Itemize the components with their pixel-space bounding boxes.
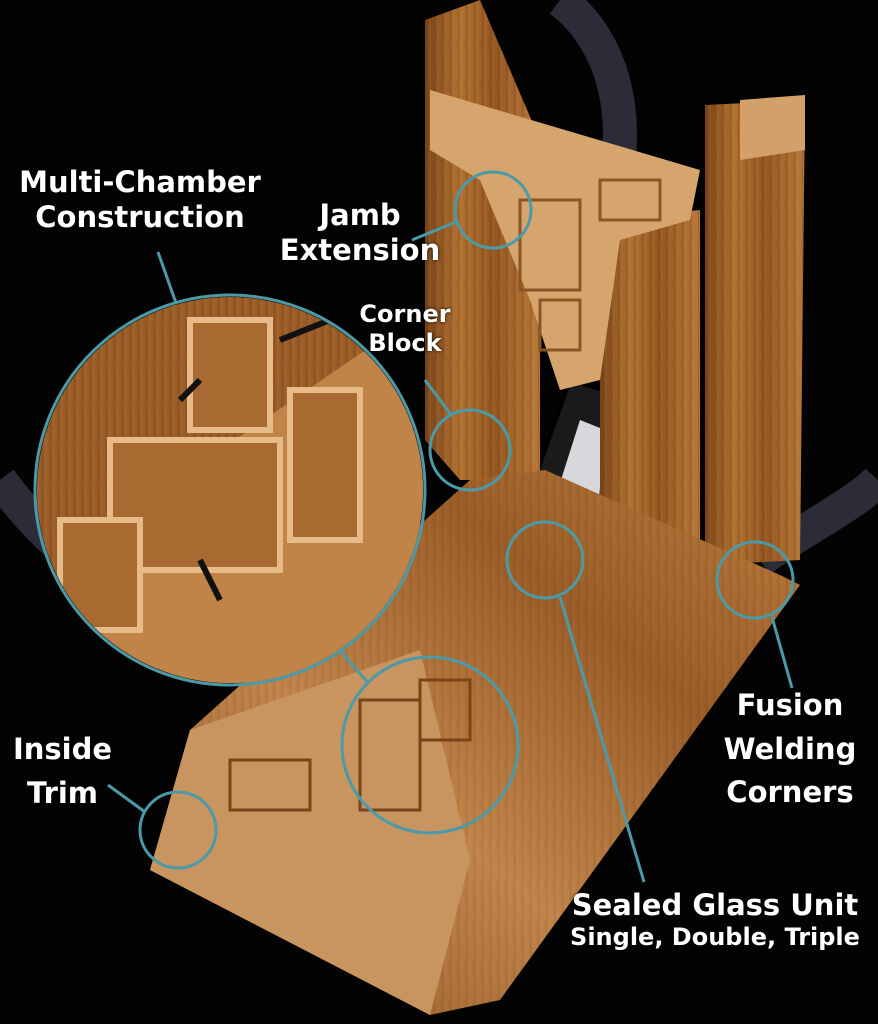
label-sealed-glass: Sealed Glass Unit Single, Double, Triple	[555, 888, 875, 953]
label-corner-block: Corner Block	[350, 300, 460, 359]
label-inside-trim: Inside Trim	[5, 728, 120, 815]
label-fusion-welding: Fusion Welding Corners	[705, 684, 875, 815]
label-line: Trim	[26, 775, 99, 810]
label-line: Multi-Chamber	[19, 165, 261, 199]
label-line: Construction	[35, 200, 245, 235]
label-title: Sealed Glass Unit	[571, 888, 859, 922]
label-line: Corner	[359, 300, 451, 328]
label-line: Inside	[12, 732, 113, 766]
trim-callout-circle	[138, 790, 218, 870]
jamb-callout-circle	[453, 170, 533, 250]
big-callout-circle	[33, 293, 427, 687]
label-line: Corners	[726, 775, 854, 809]
corner-callout-circle	[428, 408, 512, 492]
glass-callout-circle	[505, 520, 585, 600]
label-multi-chamber: Multi-Chamber Construction	[10, 165, 270, 236]
label-jamb-extension: Jamb Extension	[275, 198, 445, 269]
top-profile	[430, 90, 700, 390]
label-line: Welding	[723, 731, 857, 766]
fusion-callout-circle	[715, 540, 795, 620]
chamber-callout-circle	[340, 655, 520, 835]
label-line: Extension	[279, 233, 441, 268]
callout-markers	[33, 170, 795, 883]
magnified-cross-section	[37, 297, 423, 683]
label-line: Block	[368, 329, 442, 358]
label-subtitle: Single, Double, Triple	[570, 923, 860, 952]
label-line: Fusion	[736, 688, 844, 722]
label-line: Jamb	[319, 198, 401, 232]
